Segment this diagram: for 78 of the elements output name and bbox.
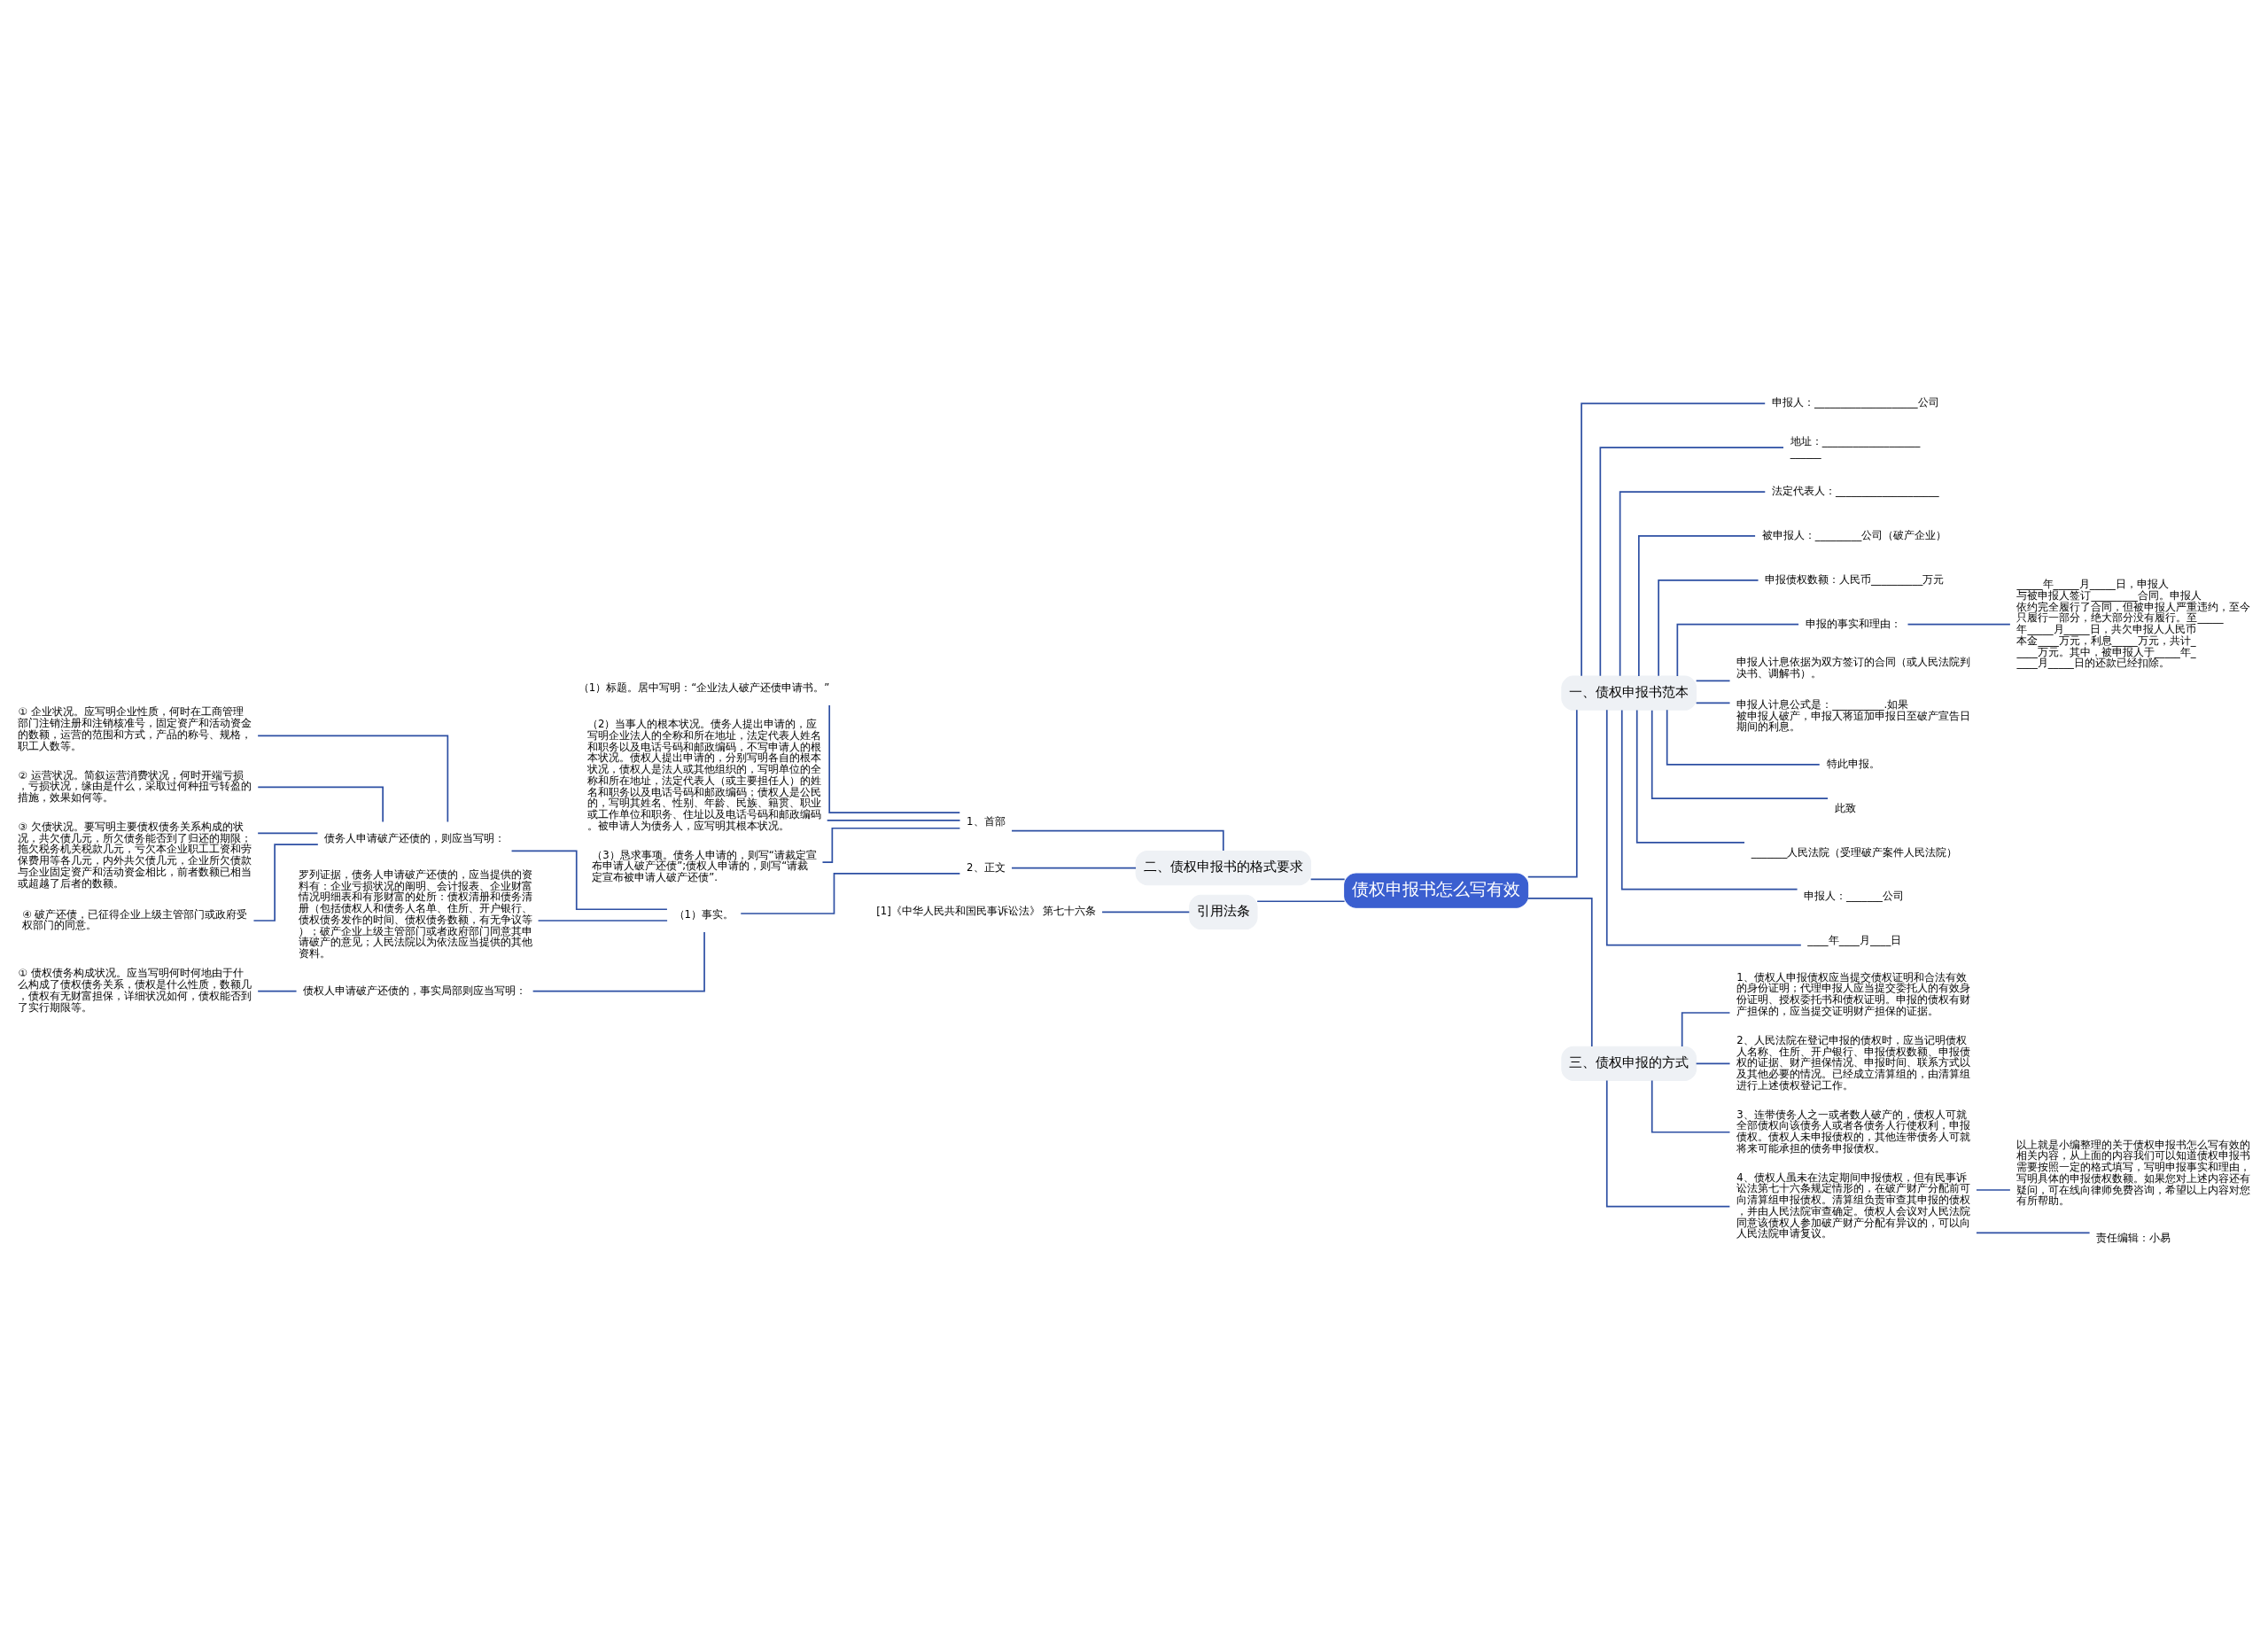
- connector: [1011, 829, 1224, 852]
- connector: [1695, 1062, 1731, 1064]
- connector: [828, 704, 961, 813]
- connector: [1666, 708, 1821, 766]
- connector: [1651, 1079, 1731, 1133]
- node-text: ④ 破产还债，已征得企业上级主管部门或政府受权部门的同意。: [22, 907, 248, 931]
- connector: [1658, 579, 1759, 677]
- node-text: 债务人申请破产还债的，则应当写明：: [324, 831, 506, 844]
- connector: [1256, 899, 1346, 902]
- connector: [257, 831, 319, 834]
- node-box: 二、债权申报书的格式要求: [1135, 850, 1312, 885]
- connector: [1605, 1079, 1731, 1207]
- node-text: 此致: [1834, 801, 1856, 814]
- node-text: 被申报人：_________公司（破产企业）: [1761, 528, 1947, 541]
- connector: [1695, 680, 1731, 681]
- connector: [257, 990, 298, 992]
- connector: [1581, 402, 1767, 677]
- node-text: 地址：_________________________: [1790, 434, 1921, 459]
- connector: [1309, 877, 1346, 880]
- node-text: 法定代表人：____________________: [1772, 484, 1939, 497]
- connector: [510, 850, 668, 910]
- connector: [1638, 534, 1756, 677]
- connector: [1676, 623, 1799, 677]
- connector: [1011, 867, 1137, 868]
- node-text: ② 运营状况。简叙运营消费状况，何时开端亏损，亏损状况，缘由是什么，采取过何种扭亏转盈的措施，效果如何等。: [18, 768, 252, 804]
- connector: [1695, 701, 1731, 704]
- node-text: 申报人：_______公司: [1804, 889, 1904, 902]
- connector: [1976, 1231, 2091, 1233]
- node-text: _____年_____月_____日，申报人与被申报人签订_________合同。申报人依约完全履行了合同，但被申报人严重违约，至今只履行一部分，绝大部分没有履行。至_____年_____月_____日，共欠申报人人民币本金____万元，利息_____万元，共计_____万元。其中，被申报人于_____年_____月_____日的还款已经扣除。: [2016, 577, 2251, 669]
- connector: [257, 785, 384, 822]
- node-box: 引用法条: [1189, 894, 1258, 929]
- node-text: 申报债权数额：人民币__________万元: [1765, 572, 1945, 586]
- node-text: （3）恳求事项。债务人申请的，则写“请裁定宣布申请人破产还债”;债权人申请的，则写“请裁定宣布被申请人破产还债”.: [592, 848, 817, 883]
- node-text: 申报人计息依据为双方签订的合同（或人民法院判决书、调解书）。: [1736, 655, 1971, 680]
- node-text: 3、连带债务人之一或者数人破产的，债权人可就全部债权向该债务人或者各债务人行使权利，申报债权。债权人未申报债权的，其他连带债务人可就将来可能承担的债务申报债权。: [1736, 1108, 1971, 1155]
- connector: [1651, 709, 1829, 799]
- connector: [740, 872, 961, 914]
- node-text: 申报人：____________________公司: [1772, 395, 1939, 408]
- connector: [257, 735, 449, 822]
- connector: [1907, 623, 2011, 626]
- node-text: ____年____月____日: [1807, 933, 1902, 946]
- node-text: 债权人申请破产还债的，事实局部则应当写明：: [303, 984, 527, 997]
- connector: [826, 819, 961, 821]
- node-text: ① 企业状况。应写明企业性质，何时在工商管理部门注销注册和注销核准号，固定资产和活动资金的数额，运营的范围和方式，产品的称号、规格，职工人数等。: [18, 704, 252, 752]
- connector: [821, 827, 961, 863]
- connector: [1101, 911, 1191, 913]
- connector: [1620, 709, 1798, 890]
- connector: [1605, 708, 1802, 945]
- connector: [1527, 897, 1593, 1047]
- node-box: 三、债权申报的方式: [1561, 1046, 1697, 1081]
- node-text: 申报的事实和理由：: [1805, 617, 1901, 630]
- connector: [1526, 709, 1578, 877]
- connector: [1619, 490, 1767, 677]
- node-text: 1、债权人申报债权应当提交债权证明和合法有效的身份证明；代理申报人应当提交委托人的有效身份证明、授权委托书和债权证明。申报的债权有财产担保的，应当提交证明财产担保的证据。: [1736, 970, 1971, 1017]
- node-text: 2、人民法院在登记申报的债权时，应当记明债权人名称、住所、开户银行、申报债权数额、申报债权的证据、财产担保情况、申报时间、联系方式以及其他必要的情况。已经成立清算组的，由清算组进行上述债权登记工作。: [1736, 1033, 1971, 1092]
- node-text: 4、债权人虽未在法定期间申报债权，但有民事诉讼法第七十六条规定情形的，在破产财产分配前可向清算组申报债权。清算组负责审查其申报的债权，并由人民法院审查确定。债权人会议对人民法院同意该债权人参加破产财产分配有异议的，可以向人民法院申请复议。: [1736, 1170, 1971, 1240]
- node-text: （1）事实。: [673, 907, 734, 921]
- node-text: （2）当事人的根本状况。债务人提出申请的，应写明企业法人的全称和所在地址，法定代表人姓名和职务以及电话号码和邮政编码，不写申请人的根本状况。债权人提出申请的，分别写明各自的根本状况，债权人是法人或其他组织的，写明单位的全称和所在地址，法定代表人（或主要担任人）的姓名和职务以及电话号码和邮政编码；债权人是公民的，写明其姓名、性别、年龄、民族、籍贯、职业或工作单位和职务、住址以及电话号码和邮政编码。被申请人为债务人，应写明其根本状况。: [586, 717, 821, 832]
- node-text: 责任编辑：小易: [2096, 1231, 2171, 1244]
- node-text: 1、首部: [967, 814, 1006, 828]
- node-text: 罗列证据，债务人申请破产还债的，应当提供的资料有：企业亏损状况的阐明、会计报表、企业财富情况明细表和有形财富的处所：债权清册和债务清册（包括债权人和债务人名单、住所、开户银行、债权债务发作的时间、债权债务数额，有无争议等）；破产企业上级主管部门或者政府部门同意其申请破产的意见；人民法院以为依法应当提供的其他资料。: [298, 867, 532, 960]
- connector: [1681, 1011, 1731, 1047]
- node-text: 申报人计息公式是：__________.如果被申报人破产，申报人将追加申报日至破产宣告日期间的利息。: [1736, 697, 1971, 733]
- node-text: 以上就是小编整理的关于债权申报书怎么写有效的相关内容，从上面的内容我们可以知道债权申报书需要按照一定的格式填写，写明申报事实和理由，写明具体的申报债权数额。如果您对上述内容还有疑问，可在线向律师免费咨询，希望以上内容对您有所帮助。: [2016, 1138, 2251, 1207]
- connector: [1976, 1188, 2011, 1191]
- connector: [1599, 446, 1784, 677]
- node-box: 债权申报书怎么写有效: [1344, 872, 1529, 908]
- node-text: 2、正文: [967, 860, 1006, 874]
- node-text: ③ 欠债状况。要写明主要债权债务关系构成的状况，共欠债几元，所欠债务能否到了归还的期限；拖欠税务机关税款几元，亏欠本企业职工工资和劳保费用等各几元，内外共欠债几元，企业所欠债款与企业固定资产和活动资金相比，前者数额已相当或超越了后者的数额。: [18, 820, 252, 890]
- connector: [537, 919, 668, 922]
- node-box: 一、债权申报书范本: [1561, 675, 1697, 711]
- node-text: ① 债权债务构成状况。应当写明何时何地由于什么构成了债权债务关系，债权是什么性质，数额几，债权有无财富担保，详细状况如何，债权能否到了实行期限等。: [18, 966, 252, 1014]
- node-text: （1）标题。居中写明：“企业法人破产还债申请书。”: [578, 681, 830, 694]
- node-text: _______人民法院（受理破产案件人民法院）: [1751, 845, 1958, 859]
- connector: [1635, 709, 1745, 844]
- node-text: [1]《中华人民共和国民事诉讼法》 第七十六条: [876, 904, 1097, 917]
- connector: [532, 930, 705, 992]
- node-text: 特此申报。: [1826, 757, 1880, 770]
